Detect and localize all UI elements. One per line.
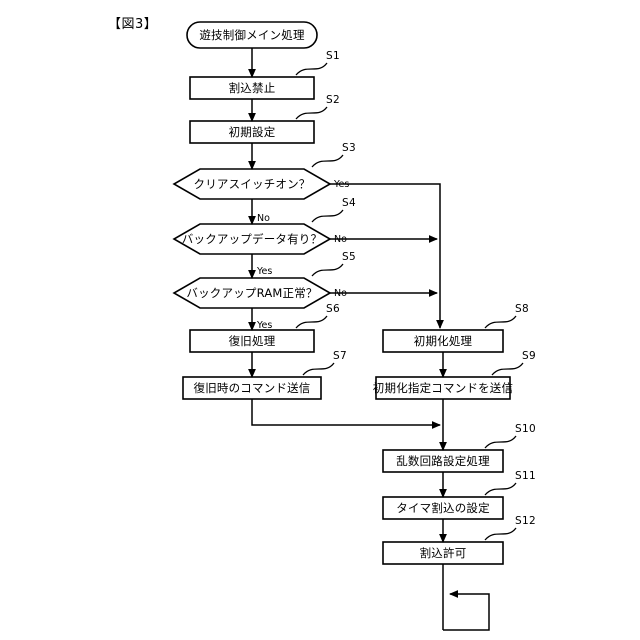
leader-s2 bbox=[295, 106, 328, 120]
connector-lines bbox=[248, 48, 490, 631]
step-label-s6: S6 bbox=[326, 303, 340, 315]
node-label-s3: クリアスイッチオン？ bbox=[193, 177, 311, 191]
node-label-s8: 初期化処理 bbox=[413, 334, 473, 348]
edge-s7-merge bbox=[251, 399, 441, 429]
leader-s9 bbox=[491, 362, 524, 376]
node-label-s1: 割込禁止 bbox=[228, 81, 276, 95]
step-label-s5: S5 bbox=[342, 251, 356, 263]
edge-s3-yes-trunk bbox=[330, 183, 444, 329]
node-label-start: 遊技制御メイン処理 bbox=[199, 28, 305, 42]
node-label-s9: 初期化指定コマンドを送信 bbox=[372, 381, 514, 395]
node-label-s7: 復旧時のコマンド送信 bbox=[193, 381, 311, 395]
leader-s10 bbox=[484, 435, 517, 449]
step-leader-lines bbox=[295, 62, 524, 541]
edge-loop-back bbox=[443, 590, 490, 631]
step-label-s12: S12 bbox=[515, 515, 536, 527]
step-label-s4: S4 bbox=[342, 197, 356, 209]
branch-label-s5-no: No bbox=[334, 288, 347, 299]
node-label-s5: バックアップRAM正常？ bbox=[186, 286, 318, 300]
branch-label-s3-yes: Yes bbox=[334, 179, 350, 190]
node-label-s6: 復旧処理 bbox=[228, 334, 276, 348]
leader-s8 bbox=[484, 315, 517, 329]
step-label-s9: S9 bbox=[522, 350, 536, 362]
node-label-s4: バックアップデータ有り？ bbox=[181, 232, 323, 246]
node-label-s10: 乱数回路設定処理 bbox=[396, 454, 490, 468]
leader-s12 bbox=[484, 527, 517, 541]
step-label-s1: S1 bbox=[326, 50, 340, 62]
step-label-s7: S7 bbox=[333, 350, 347, 362]
node-label-s12: 割込許可 bbox=[419, 546, 467, 560]
leader-s1 bbox=[295, 62, 328, 76]
branch-label-s5-yes: Yes bbox=[257, 320, 273, 331]
branch-label-s4-yes: Yes bbox=[257, 266, 273, 277]
leader-s3 bbox=[311, 154, 344, 168]
branch-label-s3-no: No bbox=[257, 213, 270, 224]
branch-label-s4-no: No bbox=[334, 234, 347, 245]
leader-s4 bbox=[311, 209, 344, 223]
node-s4 bbox=[172, 223, 332, 255]
node-s3 bbox=[172, 168, 332, 200]
leader-s7 bbox=[302, 362, 335, 376]
step-label-s3: S3 bbox=[342, 142, 356, 154]
figure-title: 【図3】 bbox=[108, 17, 158, 32]
step-label-s2: S2 bbox=[326, 94, 340, 106]
step-label-s10: S10 bbox=[515, 423, 536, 435]
step-label-s11: S11 bbox=[515, 470, 536, 482]
node-label-s11: タイマ割込の設定 bbox=[396, 501, 490, 515]
node-s5 bbox=[172, 277, 332, 309]
step-label-s8: S8 bbox=[515, 303, 529, 315]
node-label-s2: 初期設定 bbox=[228, 125, 276, 139]
leader-s5 bbox=[311, 263, 344, 277]
leader-s6 bbox=[295, 315, 328, 329]
leader-s11 bbox=[484, 482, 517, 496]
node-shapes bbox=[172, 21, 511, 565]
